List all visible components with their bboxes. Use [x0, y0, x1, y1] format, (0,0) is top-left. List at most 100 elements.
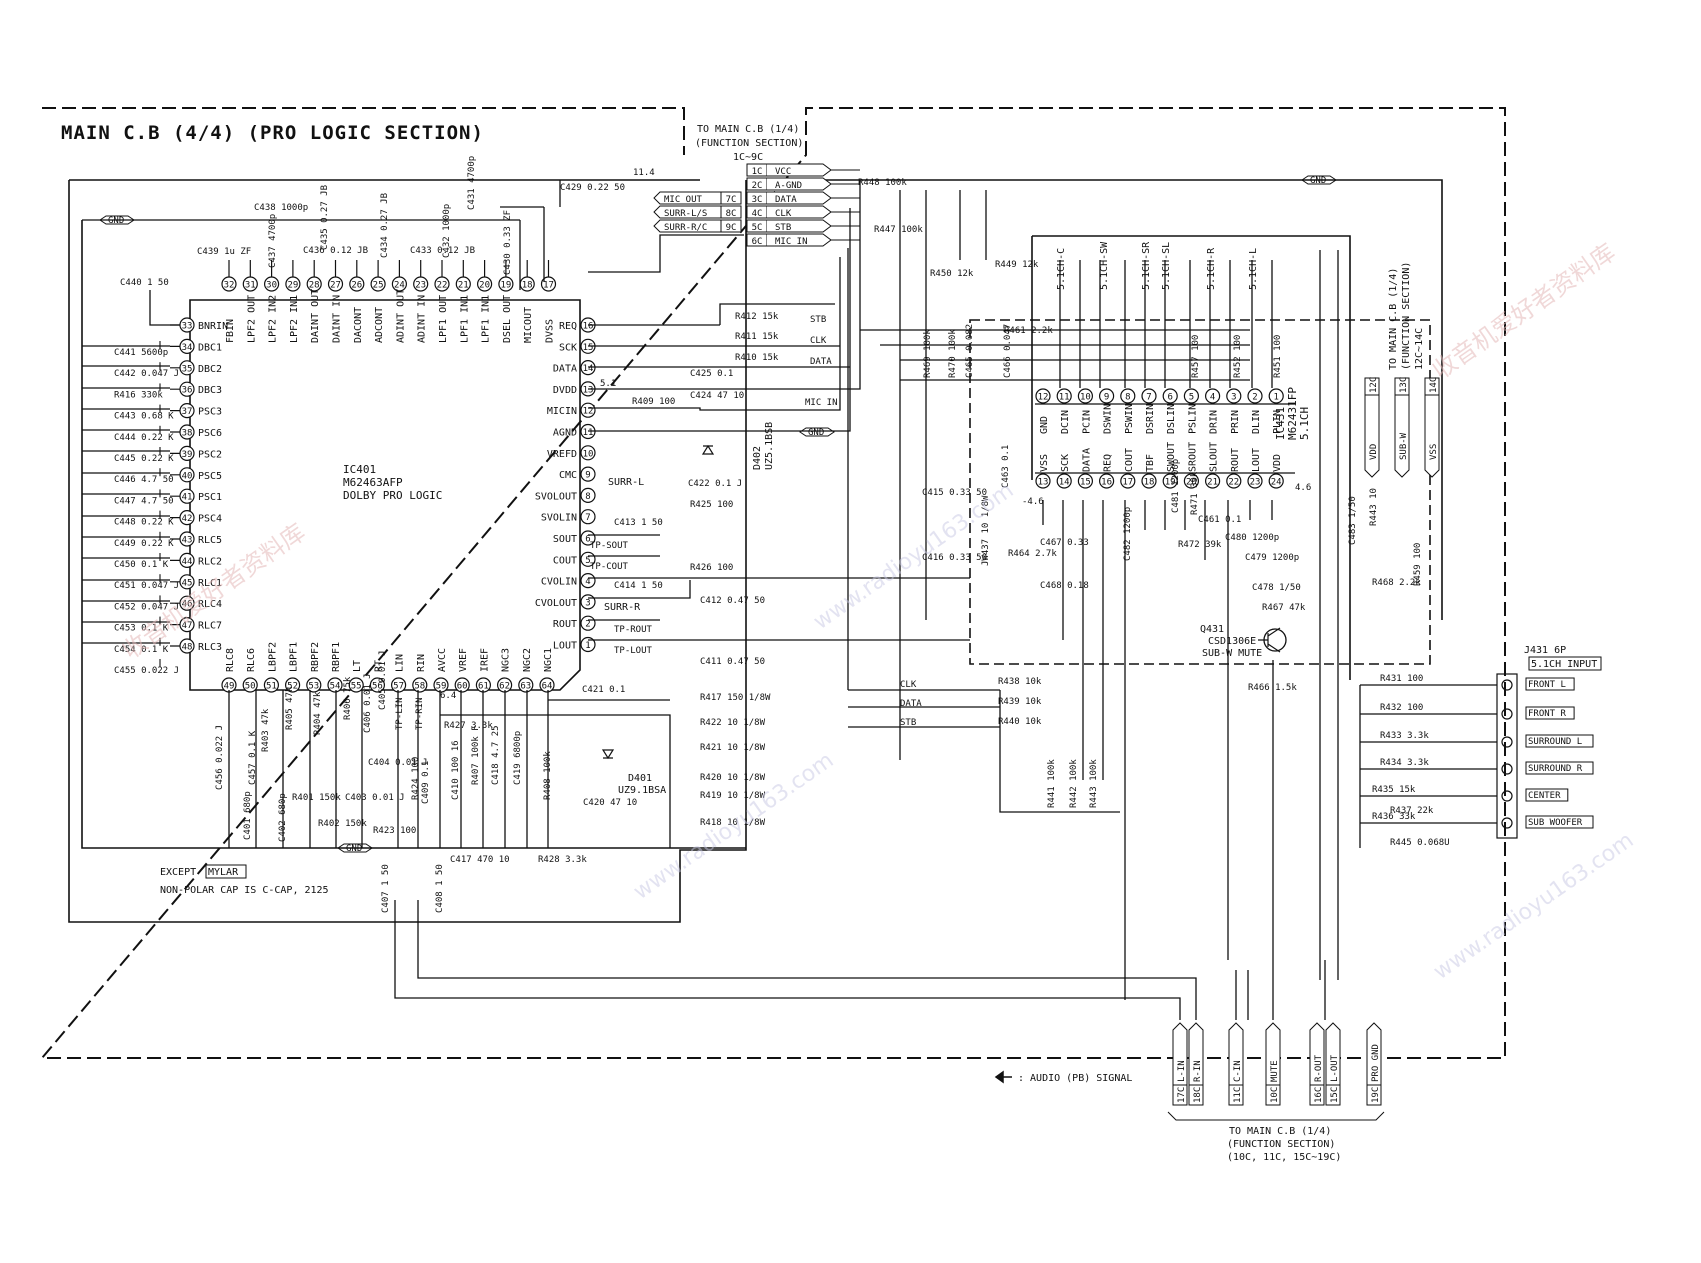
ic401-pin-name-12: MICIN — [547, 406, 577, 417]
ic431-pin-15-circle — [1077, 473, 1094, 489]
right-conn-sig-box — [1424, 394, 1440, 478]
ic401-pin-name-28: DAINT OUT — [310, 289, 321, 343]
bottom-conn-pin-box — [1172, 1084, 1188, 1106]
ic431-pin-20-circle — [1183, 473, 1200, 489]
bottom-conn-pin-19C: 19C — [1371, 1087, 1381, 1103]
ic401-pin-57-number: 57 — [393, 682, 404, 692]
ic431-pin-13-circle — [1035, 473, 1051, 489]
ic401-pin-name-8: SVOLOUT — [535, 491, 577, 502]
ic401-pin-52-circle — [285, 677, 301, 693]
ic431-label: IC431 M62431FP 5.1CH — [1274, 387, 1311, 440]
ic431-part-0: R469 100k — [923, 329, 933, 378]
bottom-part-15: R424 100 — [411, 757, 421, 800]
ic401-pin-58-circle — [412, 677, 428, 693]
ic401-pin-21-number: 21 — [458, 281, 469, 291]
gnd-label-1: GND — [108, 216, 124, 226]
right-board-outline — [760, 179, 1443, 620]
ic401-pin-5-number: 5 — [585, 556, 590, 566]
ic401-pin-7-circle — [580, 509, 596, 525]
ic401-pin-33-number: 33 — [182, 322, 193, 332]
ic401-pin-name-52: LBPF1 — [289, 642, 300, 672]
ic401-pin-27-circle — [327, 276, 344, 292]
ic401-pin-name-63: NGC2 — [522, 648, 533, 672]
ic431-pin-name-24: VDD — [1272, 454, 1283, 472]
ic401-pin-name-58: RIN — [416, 654, 427, 672]
ic431-pin-10-circle — [1077, 388, 1094, 404]
ic431-dashed-box — [969, 319, 1431, 665]
ic431-part-23: R467 47k — [1262, 603, 1306, 613]
ic431-pin-11-number: 11 — [1059, 393, 1070, 403]
ic431-pin-18-number: 18 — [1144, 478, 1155, 488]
ic401-inner-frame — [81, 220, 746, 849]
ic401-pin-8-circle — [580, 487, 596, 503]
ic431-pin-8-circle — [1120, 388, 1136, 404]
right-conn-sig-12C: VDD — [1369, 444, 1379, 460]
ic431-pin-3-number: 3 — [1231, 393, 1236, 403]
ic401-pin-50-number: 50 — [245, 682, 256, 692]
ic401-pin-name-26: DACONT — [353, 307, 364, 343]
ic401-pin-37-number: 37 — [182, 407, 193, 417]
ic431-part-5: R457 100 — [1191, 335, 1201, 378]
wiring — [82, 180, 1497, 1020]
left-part-15: C455 0.022 J — [114, 666, 179, 676]
ic401-ref: IC401 — [343, 463, 376, 476]
ic401-pin-name-42: PSC4 — [198, 514, 222, 525]
ic401-pin-name-61: IREF — [479, 648, 490, 672]
ic401-pin-44-circle — [179, 552, 195, 569]
left-part-9: C449 0.22 K — [114, 539, 174, 549]
note-mylar-box — [205, 864, 247, 879]
ic401-pin-name-41: PSC1 — [198, 492, 222, 503]
ic401-pin-22-circle — [434, 276, 450, 292]
ic431-pin-11-circle — [1056, 388, 1072, 404]
ic431-part-19: C461 0.1 — [1198, 515, 1241, 525]
ic431-part-32: R442 100k — [1069, 759, 1079, 808]
ic431-part-12: R464 2.7k — [1008, 549, 1057, 559]
ic431-pin-5-circle — [1183, 388, 1200, 404]
to-main-right-3: 12C~14C — [1414, 328, 1425, 370]
ic431-part-10: C416 0.33 50 — [922, 553, 987, 563]
ic401-pin-35-number: 35 — [182, 364, 193, 374]
bottom-conn-sig-17C: L-IN — [1177, 1060, 1187, 1082]
top-part-7: C433 0.12 JB — [410, 246, 475, 256]
surr-r-label: SURR-R — [604, 602, 641, 613]
ic401-pin-59-number: 59 — [436, 682, 447, 692]
ic431-pin-name-1: PLIN — [1272, 410, 1283, 434]
ic431-pin-21-circle — [1204, 473, 1221, 489]
bottom-part-9: C403 0.01 J — [345, 793, 405, 803]
ic431-pin-10-number: 10 — [1080, 393, 1091, 403]
bottom-part-21: C419 6800p — [513, 731, 523, 785]
ic431-pin-17-circle — [1120, 473, 1136, 489]
ic431-pin-name-11: DCIN — [1060, 410, 1071, 434]
bottom-part-10: R401 150k — [292, 793, 341, 803]
ic401-pin-name-21: LPF1 IN1 — [459, 295, 470, 343]
ic401-pin-58-number: 58 — [414, 682, 425, 692]
ic401-pin-name-56: RT — [373, 660, 384, 672]
ic401-pin-name-35: DBC2 — [198, 364, 222, 375]
ic431-part-8: C463 0.1 — [1001, 445, 1011, 488]
conn-top-sig-4C: CLK — [775, 209, 792, 219]
top-part-12: 11.4 — [633, 168, 655, 178]
ic431-bottom-pins: 13VSS14SCK15DATA16REQ17COUT18TBF19SWOUT2… — [1035, 442, 1295, 489]
bottom-conn-pin-box — [1366, 1084, 1382, 1106]
bottom-conn-sig-box — [1228, 1022, 1244, 1086]
ic401-pin-name-14: DATA — [553, 364, 577, 375]
d401-symbol — [601, 749, 615, 760]
out-pin-8C: 8C — [726, 209, 737, 219]
ic401-pin-34-circle — [179, 338, 195, 354]
ic401-pin-name-64: NGC1 — [543, 648, 554, 672]
ic401-pin-name-27: DAINT IN — [332, 295, 343, 343]
top-part-11: C429 0.22 50 — [560, 183, 625, 193]
q431-part: CSD1306E — [1208, 636, 1256, 647]
ic401-pin-50-circle — [242, 677, 258, 693]
jack-socket — [1501, 708, 1513, 720]
jack-input-box — [1525, 761, 1594, 775]
bottom-conn-sig-box — [1366, 1022, 1382, 1086]
right-part-12: C411 0.47 50 — [700, 657, 765, 667]
ic401-pin-name-10: VREFD — [547, 449, 577, 460]
d402-part: UZ5.1BSB — [764, 422, 775, 470]
ic431-pin-19-circle — [1162, 473, 1178, 489]
ic431-part-17: R472 39k — [1178, 540, 1222, 550]
ic401-pin-name-6: SOUT — [553, 534, 577, 545]
